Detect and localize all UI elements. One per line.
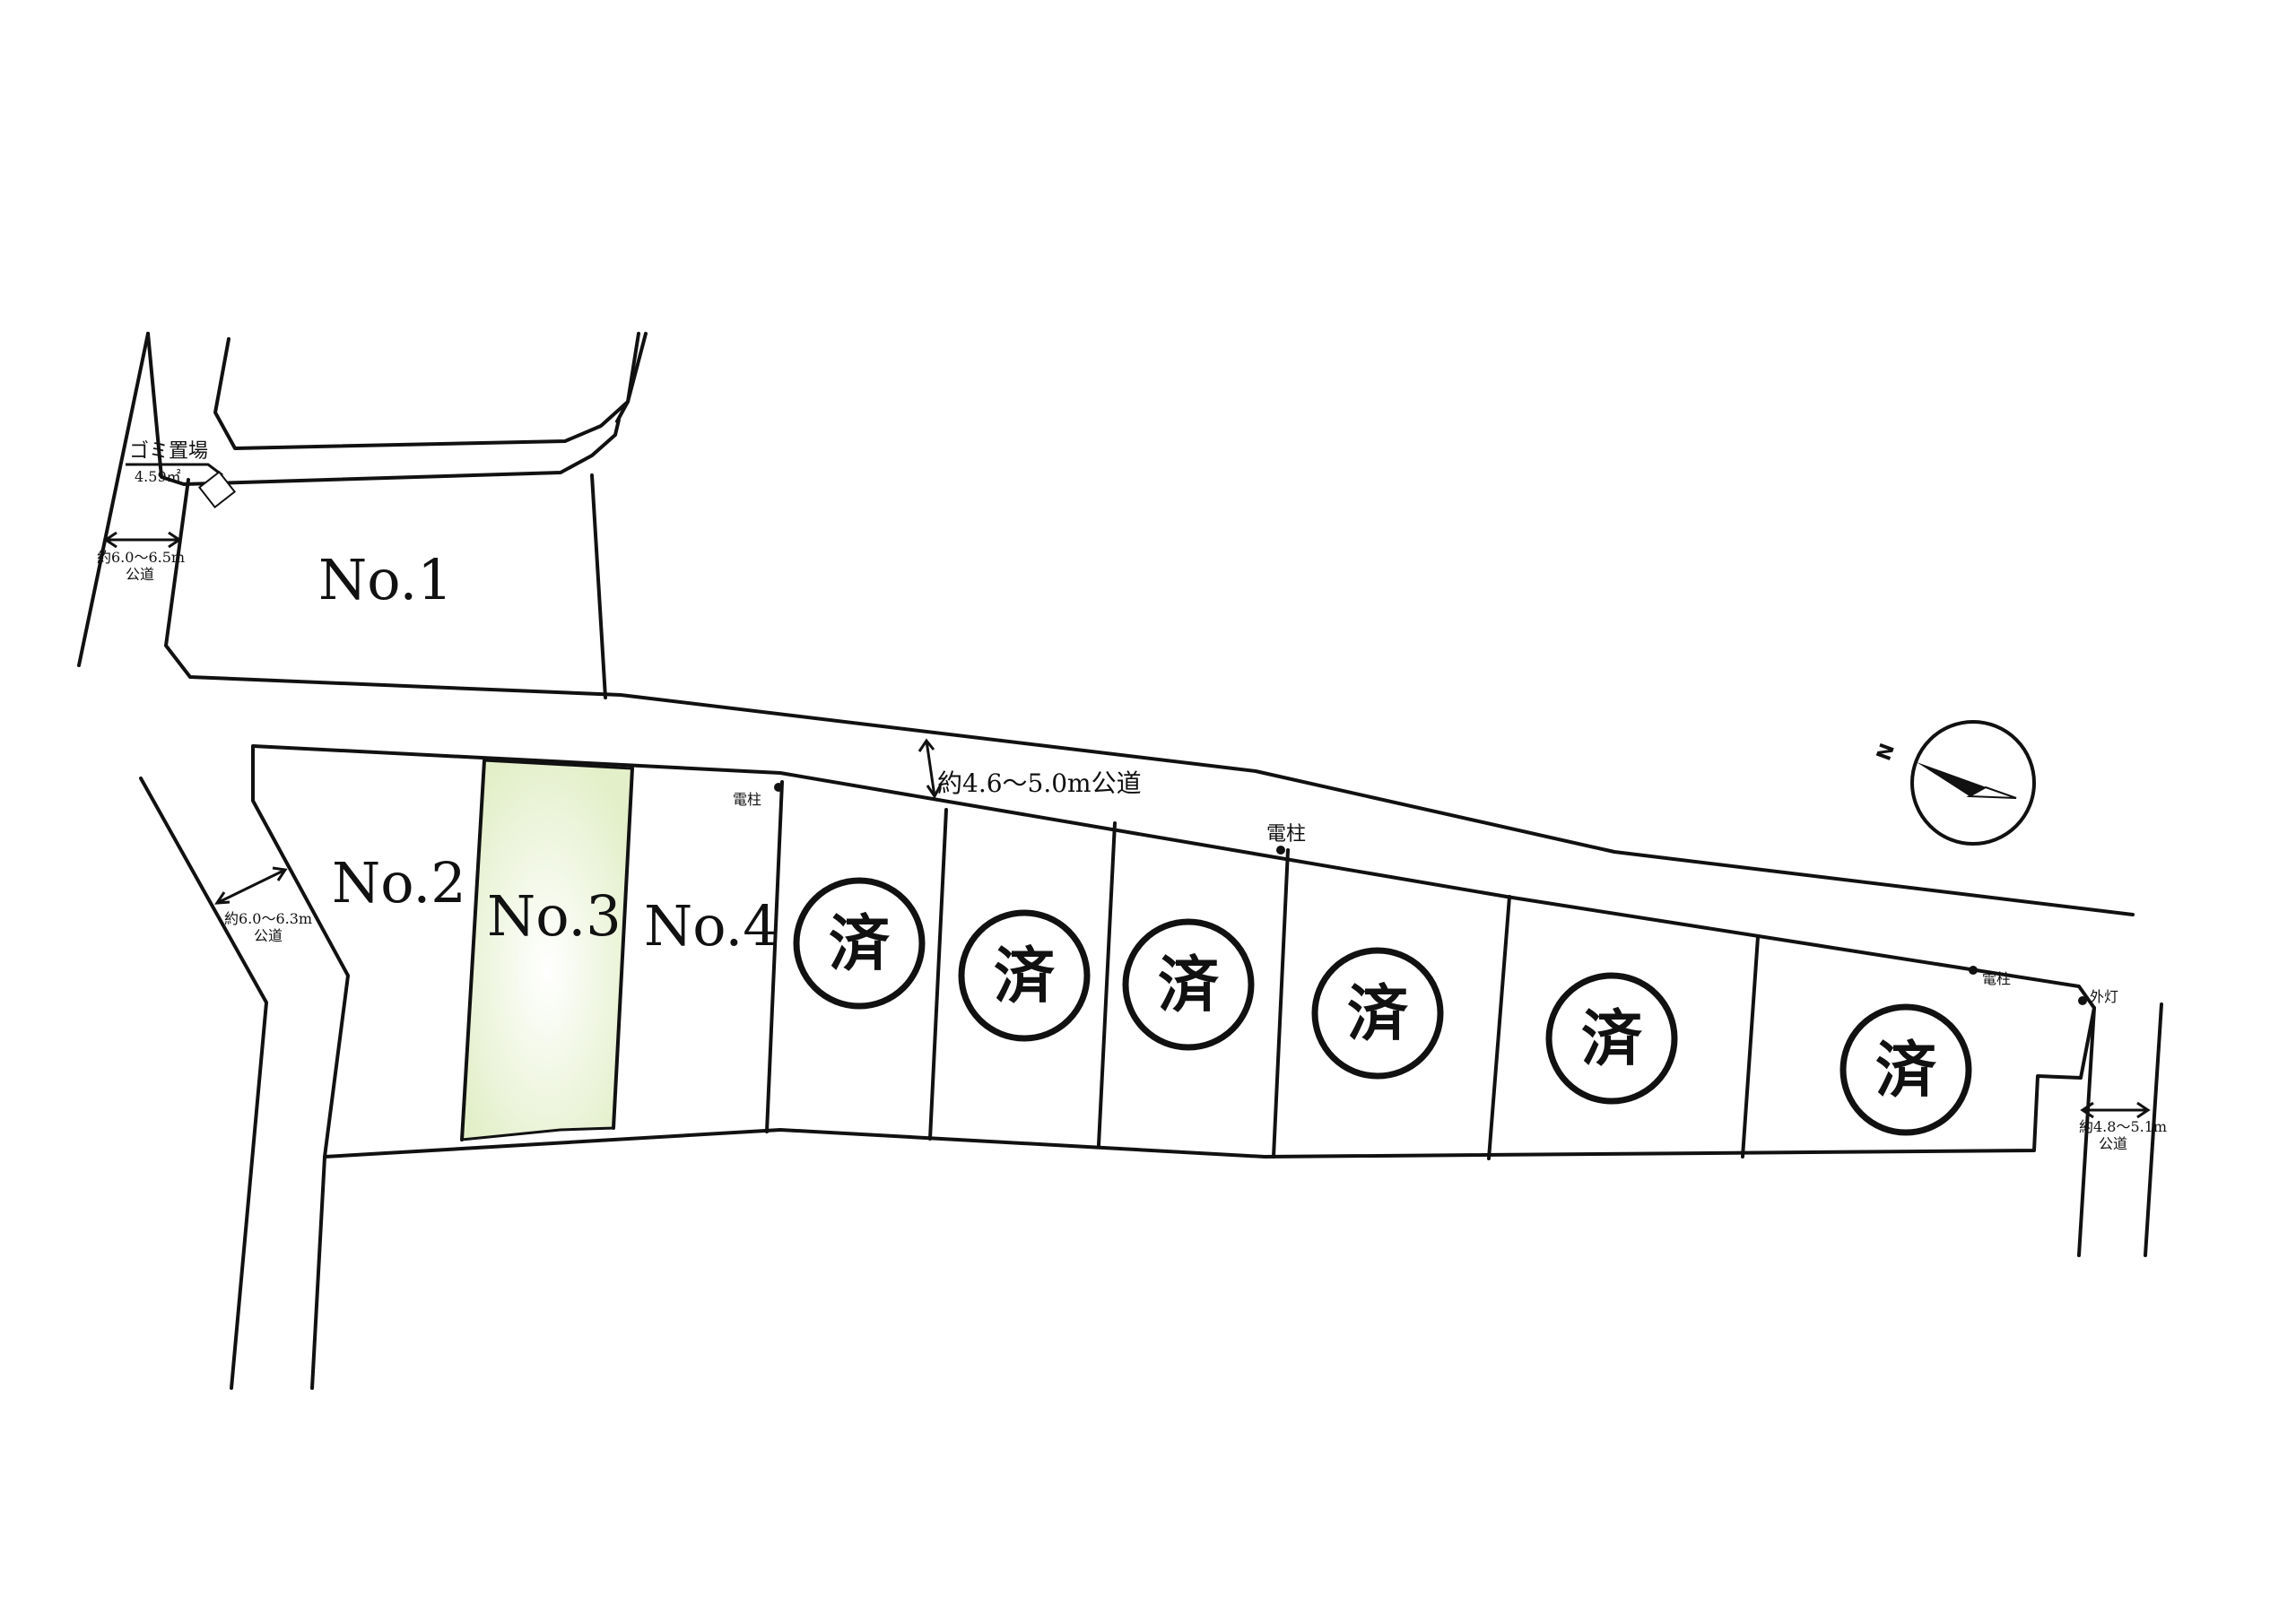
pole-1-marker [774,783,783,792]
west-lower-road-type: 公道 [254,927,283,944]
main-parcel-outline [251,744,2096,1159]
west-road-lower-left [139,777,268,1390]
street-light-label: 外灯 [2090,988,2118,1005]
garbage-area: 4.59㎡ [135,468,181,485]
west-lower-dimension [214,866,288,905]
lot-divider-2-3 [460,759,486,1141]
pole-3-marker [1969,966,1978,975]
svg-text:済: 済 [829,908,891,980]
lot-divider-5-6 [928,808,948,1141]
svg-text:済: 済 [1158,950,1220,1021]
west-road-lower-right [310,1155,326,1390]
north-road-dimension [918,738,943,799]
upper-block-top [213,332,640,450]
svg-text:済: 済 [994,941,1056,1012]
pole-2-marker [1276,846,1285,855]
west-lower-road-width: 約6.0〜6.3m [224,910,312,927]
lot-2-label[interactable]: No.2 [332,850,466,916]
sold-mark-1: 済 [793,877,926,1010]
sold-mark-3: 済 [1122,918,1255,1051]
lot-3-highlight[interactable] [460,759,634,1141]
west-upper-road-width: 約6.0〜6.5m [97,549,185,566]
east-road-dimension [2080,1101,2151,1119]
lot-divider-3-4 [612,767,634,1130]
pole-1-label: 電柱 [733,791,761,808]
lot-1-boundary [146,332,648,486]
lot-1-parcel [164,478,2135,916]
sold-mark-2: 済 [958,909,1091,1042]
north-road-label: 約4.6〜5.0m公道 [937,768,1142,798]
west-road-upper [77,332,150,667]
pole-2-label: 電柱 [1266,823,1306,846]
garbage-label: ゴミ置場 [129,440,208,463]
sold-mark-5: 済 [1545,972,1678,1105]
lot-divider-8-9 [1487,895,1511,1160]
lot-divider-4-5 [765,780,784,1133]
east-road-width: 約4.8〜5.1m [2079,1118,2167,1135]
lot-divider-6-7 [1097,821,1117,1147]
street-light-marker [2078,996,2087,1005]
compass: N [1873,720,2036,846]
lot-divider-7-8 [1272,848,1290,1159]
west-upper-road-type: 公道 [126,566,154,583]
east-road-right [2144,1002,2163,1257]
lot-1-east [590,473,607,699]
garbage-box [197,470,237,509]
svg-text:済: 済 [1581,1003,1643,1075]
west-upper-dimension [103,531,182,549]
east-road-left [2077,1006,2096,1257]
lot-divider-9-10 [1741,935,1760,1159]
svg-text:済: 済 [1875,1035,1937,1107]
lot-3-label[interactable]: No.3 [487,883,622,949]
lot-1-label[interactable]: No.1 [318,547,453,612]
sold-mark-6: 済 [1839,1003,1972,1136]
compass-north-letter: N [1873,741,1900,764]
sold-mark-4: 済 [1311,947,1444,1080]
pole-3-label: 電柱 [1982,970,2011,987]
east-road-type: 公道 [2099,1135,2127,1152]
lot-4-label[interactable]: No.4 [644,893,778,959]
garbage-leader [126,463,223,477]
svg-text:済: 済 [1347,978,1409,1050]
